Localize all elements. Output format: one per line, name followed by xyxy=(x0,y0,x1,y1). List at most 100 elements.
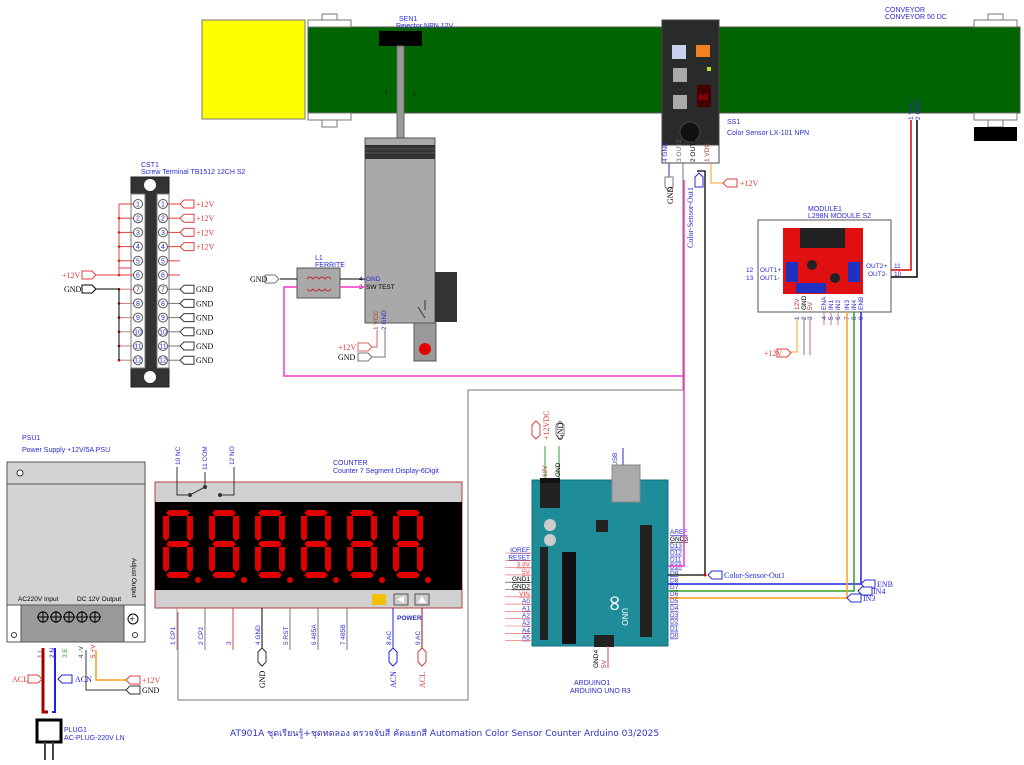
counter-pin-label: 6 485A xyxy=(311,624,318,645)
svg-text:11: 11 xyxy=(894,263,901,270)
net-port xyxy=(179,213,195,223)
svg-text:10: 10 xyxy=(134,329,142,336)
svg-text:10: 10 xyxy=(894,271,902,278)
svg-text:+: + xyxy=(130,614,135,624)
arduino-pin-label: D13 xyxy=(670,543,682,550)
port-gnd-rejector xyxy=(357,352,373,362)
svg-text:1: 1 xyxy=(136,202,140,209)
arduino-uno[interactable]: +12VDC GND 12V GND USB ∞ UNO IOREFRESET3… xyxy=(505,312,893,695)
l298-pin-label: 12V xyxy=(794,298,801,310)
svg-text:COUNTER: COUNTER xyxy=(333,460,368,467)
terminal-left xyxy=(133,255,143,266)
terminal-right xyxy=(158,213,168,224)
terminal-left xyxy=(133,241,143,252)
svg-text:GND: GND xyxy=(666,186,675,204)
power-supply-psu1[interactable]: PSU1 Power Supply +12V/5A PSU AC220V Inp… xyxy=(6,435,161,714)
svg-text:13: 13 xyxy=(746,275,754,282)
svg-text:CST1: CST1 xyxy=(141,162,159,169)
terminal-left xyxy=(133,326,143,337)
svg-text:ACL: ACL xyxy=(418,672,427,688)
net-label: +12V xyxy=(196,214,215,223)
svg-text:3: 3 xyxy=(161,230,165,237)
counter-pin-label: 8 AC xyxy=(386,631,393,645)
counter-pin-label: 2 CP2 xyxy=(198,627,205,645)
svg-text:L1: L1 xyxy=(315,255,323,262)
motor-driver-module1[interactable]: MODULE1 L298N MODULE S2 OUT1+ OUT1- 12 1… xyxy=(746,206,918,358)
color-sensor-ss1[interactable]: 00 4 GND 3 OUT2 2 OUT1 1 VDC SS1 Color S… xyxy=(177,19,809,701)
svg-text:12V: 12V xyxy=(542,465,549,477)
svg-text:1: 1 xyxy=(161,202,165,209)
psu-pin-label: 3 E xyxy=(62,648,69,658)
net-port xyxy=(179,199,195,209)
net-label: GND xyxy=(196,285,214,294)
ferrite-l1[interactable]: L1 FERRITE GND xyxy=(250,180,685,377)
svg-text:9: 9 xyxy=(161,315,165,322)
arduino-pin-label: GND3 xyxy=(670,536,688,543)
diagram-title: AT901A ชุดเรียนรู้+ชุดทดลอง ตรวจจับสี คั… xyxy=(230,728,659,739)
rejector-sen1[interactable]: SEN1 Rejector NPN 12V ↑ ↓ GND SW TEST 4 … xyxy=(338,16,457,362)
atmega-chip-icon xyxy=(562,552,576,644)
terminal-left xyxy=(133,298,143,309)
svg-text:PSU1: PSU1 xyxy=(22,435,40,442)
l298-pin-label: ENB xyxy=(858,297,865,310)
svg-text:GND: GND xyxy=(64,285,82,294)
net-port xyxy=(179,313,195,323)
svg-text:ARDUINO UNO R3: ARDUINO UNO R3 xyxy=(570,688,631,695)
svg-text:AC220V Input: AC220V Input xyxy=(18,596,59,603)
svg-text:OUT2-: OUT2- xyxy=(868,271,888,278)
net-label: GND xyxy=(196,328,214,337)
counter-pin-label: 3 xyxy=(226,641,233,645)
svg-text:+12V: +12V xyxy=(142,676,161,685)
svg-text:11 COM: 11 COM xyxy=(202,446,209,470)
ac-plug-plug1[interactable]: PLUG1 AC-PLUG-220V LN xyxy=(35,718,125,760)
l298-pin-label: ENA xyxy=(821,296,828,310)
svg-text:1 VDC: 1 VDC xyxy=(704,143,711,162)
counter-pin-label: 7 485B xyxy=(340,624,347,645)
svg-text:GND: GND xyxy=(250,275,268,284)
svg-text:SS1: SS1 xyxy=(727,119,740,126)
svg-text:8: 8 xyxy=(136,301,140,308)
digit xyxy=(301,510,339,583)
svg-text:GND4: GND4 xyxy=(593,650,600,668)
arduino-pin-label: 5V xyxy=(522,569,531,576)
arduino-pin-label: D2 xyxy=(670,619,679,626)
net-port xyxy=(179,355,195,365)
arduino-pin-label: A2 xyxy=(522,613,530,620)
heatsink-icon xyxy=(800,228,845,248)
svg-text:11: 11 xyxy=(159,344,166,351)
svg-text:GND: GND xyxy=(555,462,562,477)
terminal-right xyxy=(158,341,168,351)
svg-text:12: 12 xyxy=(746,267,754,274)
svg-text:7: 7 xyxy=(161,287,165,294)
svg-text:GND: GND xyxy=(258,670,267,688)
svg-text:7: 7 xyxy=(136,287,140,294)
l298-pin-label: 5V xyxy=(807,301,814,310)
arduino-pin-label: 3.3V xyxy=(517,562,531,569)
conveyor-pin-vcc: 1 VCC xyxy=(908,101,915,120)
arduino-pin-label: D8 xyxy=(670,577,679,584)
svg-text:FERRITE: FERRITE xyxy=(315,262,345,269)
counter-display[interactable]: COUNTER Counter 7 Segment Display-6Digit… xyxy=(154,446,463,688)
arduino-pin-label: D3 xyxy=(670,612,679,619)
svg-text:GND: GND xyxy=(556,422,565,440)
net-port xyxy=(179,284,195,294)
conveyor[interactable]: CONVEYOR CONVEYOR 50 DC 1 VCC 2 GND xyxy=(201,7,1021,275)
svg-text:3 OUT2: 3 OUT2 xyxy=(676,139,683,162)
svg-text:IN4: IN4 xyxy=(873,587,885,596)
svg-text:ARDUINO1: ARDUINO1 xyxy=(574,680,610,687)
svg-text:10 NC: 10 NC xyxy=(175,446,182,465)
svg-text:OUT1+: OUT1+ xyxy=(760,267,781,274)
net-label: GND xyxy=(196,314,214,323)
svg-text:8: 8 xyxy=(161,301,165,308)
arduino-pin-label: RESET xyxy=(508,554,530,561)
port-12v-rejector xyxy=(357,342,373,352)
svg-text:OUT2+: OUT2+ xyxy=(866,263,887,270)
svg-text:12: 12 xyxy=(134,358,142,365)
net-port xyxy=(179,227,195,237)
psu-pin-label: 5 +V xyxy=(90,644,97,658)
terminal-left xyxy=(133,312,143,323)
conveyor-name: CONVEYOR 50 DC xyxy=(885,14,947,21)
arduino-pin-label: D1 xyxy=(670,626,679,633)
svg-text:ACN: ACN xyxy=(75,675,92,684)
